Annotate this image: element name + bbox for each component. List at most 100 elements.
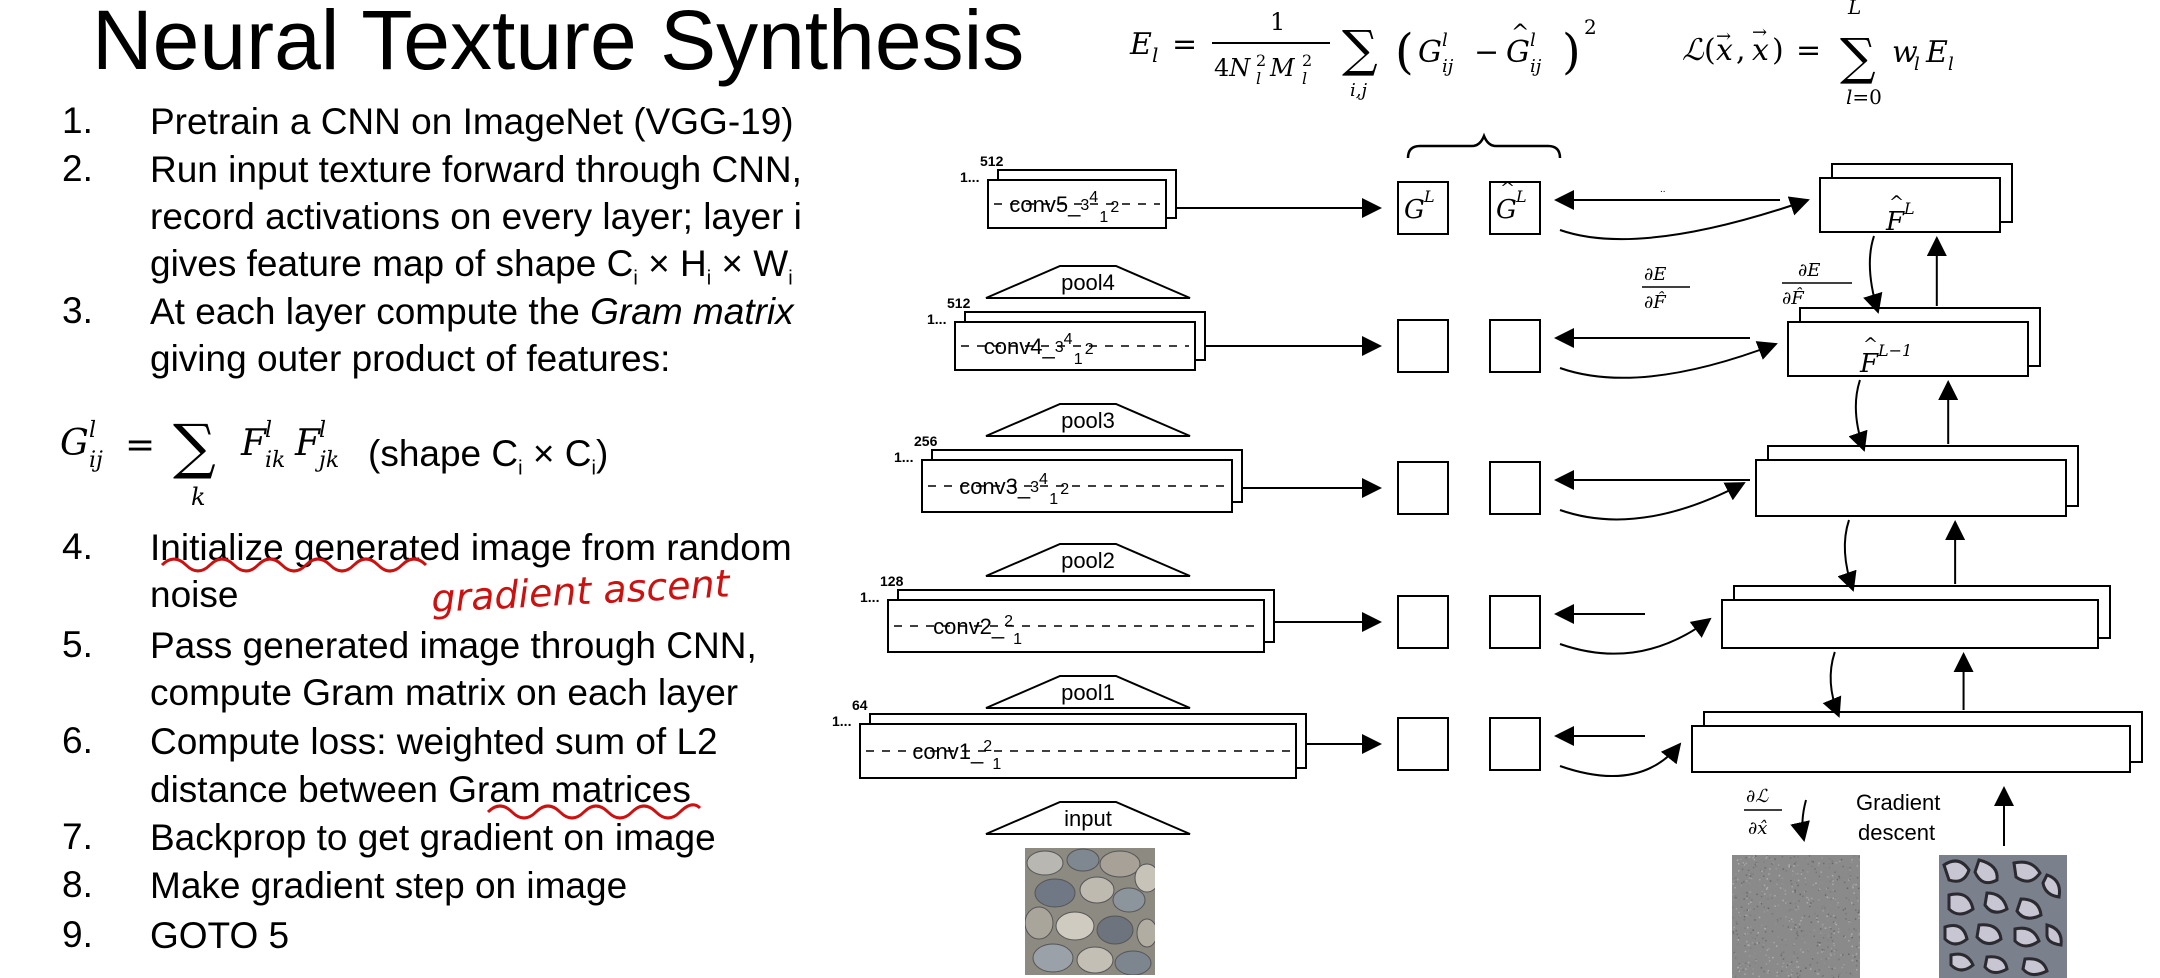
svg-text:l: l — [1948, 54, 1954, 75]
step-number: 7. — [62, 816, 93, 857]
gram-label: G — [1404, 195, 1425, 225]
gen-layer-box — [1721, 599, 2099, 649]
tiny-mark: .. — [1660, 184, 1666, 195]
svg-text:L: L — [1847, 0, 1861, 19]
feature-sup: L — [1903, 199, 1915, 218]
squiggle-underline — [160, 557, 428, 573]
svg-text:jk: jk — [314, 448, 339, 473]
input-texture-image — [1025, 848, 1155, 975]
step-text: Compute loss: weighted sum of L2 — [150, 721, 718, 762]
gram-target-box — [1489, 595, 1541, 649]
svg-text:l: l — [1256, 69, 1261, 88]
svg-text:l: l — [89, 418, 96, 443]
step-text: giving outer product of features: — [150, 338, 671, 379]
label-gap — [1071, 348, 1086, 366]
gram-label-sup: L — [1423, 187, 1435, 206]
svg-text:2: 2 — [1302, 51, 1312, 70]
gram-box — [1397, 181, 1449, 235]
svg-text:4N: 4N — [1214, 54, 1251, 82]
svg-text:i,j: i,j — [1350, 80, 1367, 101]
channel-count: 256 — [914, 433, 938, 449]
gradient-label: Gradient — [1856, 790, 1940, 815]
pool-label: pool2 — [1061, 548, 1115, 573]
step-number: 3. — [62, 290, 93, 331]
svg-text:l: l — [265, 418, 272, 443]
arrow-down — [1848, 379, 1868, 452]
conv-layer-label: conv5_34 — [1009, 189, 1098, 217]
hat: ^ — [1863, 334, 1878, 355]
svg-text:x: x — [1752, 33, 1769, 68]
random-noise-image — [1732, 855, 1860, 978]
gram-box — [1397, 717, 1449, 771]
pool-arrow — [985, 403, 1191, 437]
svg-text:l: l — [1442, 30, 1448, 51]
deriv-label: ∂x̂ — [1748, 818, 1767, 839]
channel-count: 64 — [852, 697, 868, 713]
channel-count: 128 — [880, 573, 904, 589]
brace — [1406, 132, 1562, 159]
gram-target-sup: L — [1515, 187, 1527, 206]
pool-label: pool1 — [1061, 680, 1115, 705]
svg-text:−: − — [1474, 35, 1499, 70]
svg-text:2: 2 — [1256, 51, 1266, 70]
feature-label: F — [1859, 349, 1879, 379]
svg-text:l: l — [1914, 54, 1920, 75]
curved-arrow — [1559, 482, 1746, 521]
step-text: Pass generated image through CNN, — [150, 625, 757, 666]
gradient-label: descent — [1858, 820, 1935, 845]
step-text: Make gradient step on image — [150, 865, 628, 906]
svg-text:w: w — [1892, 35, 1918, 70]
conv-layer-label: conv4_34 — [984, 331, 1073, 359]
step-text: At each layer compute the Gram matrix — [150, 291, 794, 332]
conv-layer-sublabel: 2 — [1060, 481, 1069, 498]
step-text: gives feature map of shape Ci × Hi × Wi — [150, 243, 793, 290]
pool-arrow — [985, 675, 1191, 709]
svg-text:=: = — [1172, 27, 1197, 62]
step-number: 6. — [62, 720, 93, 761]
channel-prefix: 1... — [832, 713, 851, 729]
conv-layer-label: conv1_2 — [912, 738, 992, 764]
label-gap — [1097, 206, 1112, 224]
svg-text:l=0: l=0 — [1846, 85, 1882, 109]
arrow-down — [1790, 799, 1810, 842]
deriv-label: ∂F̂ — [1782, 287, 1805, 309]
svg-text:→: → — [1752, 22, 1767, 43]
svg-text:^: ^ — [1511, 21, 1529, 46]
svg-text:F: F — [294, 423, 322, 464]
svg-text:E: E — [1925, 35, 1948, 70]
svg-text:M: M — [1269, 54, 1296, 82]
conv-layer-sublabel: 1 — [1099, 209, 1108, 226]
svg-text:ij: ij — [89, 448, 103, 473]
gram-target-box — [1489, 717, 1541, 771]
svg-text:∑: ∑ — [1840, 28, 1876, 86]
step-text: distance between Gram matrices — [150, 769, 691, 810]
curved-arrow — [1559, 341, 1778, 379]
deriv-label: ∂E — [1798, 260, 1820, 281]
svg-text:=: = — [125, 425, 155, 466]
step-text: record activations on every layer; layer… — [150, 196, 802, 237]
deriv-label: ∂F̂ — [1644, 291, 1667, 313]
conv-layer-sublabel: 1 — [992, 756, 1001, 773]
step-text: Initialize generated image from random — [150, 527, 792, 568]
svg-text:,: , — [1736, 33, 1746, 68]
pool-arrow — [985, 543, 1191, 577]
gram-target-box — [1489, 461, 1541, 515]
label-gap — [990, 753, 1005, 771]
deriv-label: ∂E — [1644, 264, 1666, 285]
gram-target-box — [1489, 181, 1541, 235]
svg-text:): ) — [1772, 33, 1784, 68]
channel-prefix: 1... — [894, 449, 913, 465]
channel-prefix: 1... — [960, 169, 979, 185]
gram-box — [1397, 595, 1449, 649]
step-text: Backprop to get gradient on image — [150, 817, 716, 858]
svg-text:2: 2 — [1584, 15, 1597, 39]
deriv-label: ∂ℒ — [1746, 786, 1769, 807]
step-number: 9. — [62, 914, 93, 955]
curved-arrow — [1559, 617, 1712, 655]
svg-text:l: l — [1152, 43, 1158, 67]
svg-text:=: = — [1796, 33, 1821, 68]
conv-layer-sublabel: 2 — [1085, 341, 1094, 358]
svg-text:G: G — [60, 423, 89, 464]
